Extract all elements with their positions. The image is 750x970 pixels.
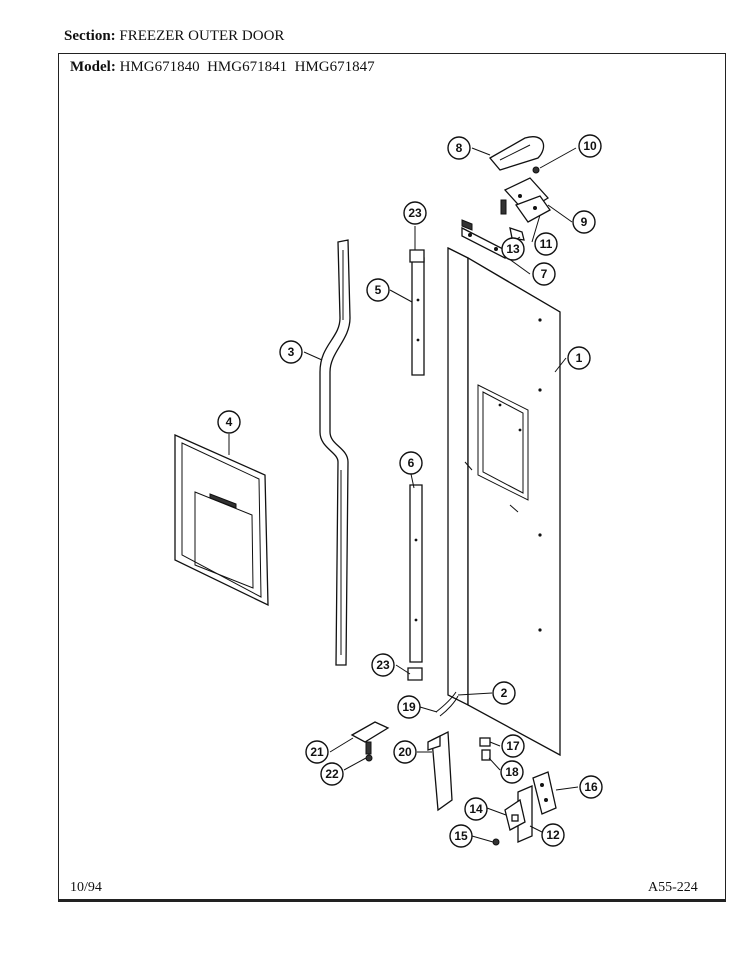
callout-14: 14: [464, 797, 488, 821]
svg-text:6: 6: [408, 456, 415, 470]
part-lower-trim-strip: [407, 484, 423, 681]
callout-10: 10: [578, 134, 602, 158]
callout-11: 11: [534, 232, 558, 256]
svg-text:13: 13: [506, 242, 520, 256]
svg-text:14: 14: [469, 802, 483, 816]
svg-text:23: 23: [408, 206, 422, 220]
part-bushing-and-pin: [479, 737, 491, 761]
callout-23-lower: 23: [371, 653, 395, 677]
callout-22: 22: [320, 762, 344, 786]
callout-4: 4: [217, 410, 241, 434]
svg-text:11: 11: [540, 237, 553, 251]
part-top-hinge-bar: [461, 219, 525, 260]
callout-16: 16: [579, 775, 603, 799]
callout-6: 6: [399, 451, 423, 475]
svg-text:22: 22: [325, 767, 339, 781]
callout-9: 9: [572, 210, 596, 234]
callout-15: 15: [449, 824, 473, 848]
svg-text:1: 1: [576, 351, 583, 365]
svg-text:2: 2: [501, 686, 508, 700]
part-top-hinge: [500, 166, 551, 223]
callout-5: 5: [366, 278, 390, 302]
model-values: HMG671840 HMG671841 HMG671847: [119, 59, 375, 75]
svg-text:5: 5: [375, 283, 382, 297]
svg-text:16: 16: [584, 780, 598, 794]
callout-19: 19: [397, 695, 421, 719]
callout-2: 2: [492, 681, 516, 705]
svg-text:10: 10: [583, 139, 597, 153]
svg-text:20: 20: [398, 745, 412, 759]
callout-7: 7: [532, 262, 556, 286]
footer-code: A55-224: [648, 880, 698, 895]
callout-17: 17: [501, 734, 525, 758]
part-bottom-bracket: [427, 730, 453, 812]
model-heading: Model: HMG671840 HMG671841 HMG671847: [70, 59, 375, 76]
svg-text:8: 8: [456, 141, 463, 155]
svg-text:7: 7: [541, 267, 548, 281]
svg-text:18: 18: [505, 765, 519, 779]
callout-20: 20: [393, 740, 417, 764]
svg-text:21: 21: [310, 745, 324, 759]
svg-text:19: 19: [402, 700, 416, 714]
callout-3: 3: [279, 340, 303, 364]
callout-21: 21: [305, 740, 329, 764]
footer-rule: [58, 899, 726, 902]
section-value: FREEZER OUTER DOOR: [119, 28, 285, 44]
section-heading: Section: FREEZER OUTER DOOR: [64, 28, 284, 45]
section-label: Section:: [64, 28, 116, 44]
callout-12: 12: [541, 823, 565, 847]
callout-23-upper: 23: [403, 201, 427, 225]
svg-text:23: 23: [376, 658, 390, 672]
part-door-bottom-wire: [435, 691, 459, 717]
callout-1: 1: [567, 346, 591, 370]
part-door-panel: [447, 246, 561, 757]
svg-text:3: 3: [288, 345, 295, 359]
part-upper-trim-strip: [409, 249, 425, 376]
svg-text:9: 9: [581, 215, 588, 229]
footer-date: 10/94: [70, 880, 102, 895]
part-stop-bracket: [350, 721, 390, 762]
part-door-handle: [319, 239, 351, 666]
svg-text:4: 4: [226, 415, 233, 429]
svg-text:15: 15: [454, 829, 468, 843]
callout-8: 8: [447, 136, 471, 160]
part-lower-hinge: [492, 771, 557, 846]
callout-13: 13: [501, 237, 525, 261]
part-dispenser-trim: [174, 433, 269, 607]
svg-text:12: 12: [546, 828, 560, 842]
svg-text:17: 17: [506, 739, 520, 753]
part-hinge-cover: [489, 136, 545, 171]
callout-18: 18: [500, 760, 524, 784]
model-label: Model:: [70, 59, 116, 75]
